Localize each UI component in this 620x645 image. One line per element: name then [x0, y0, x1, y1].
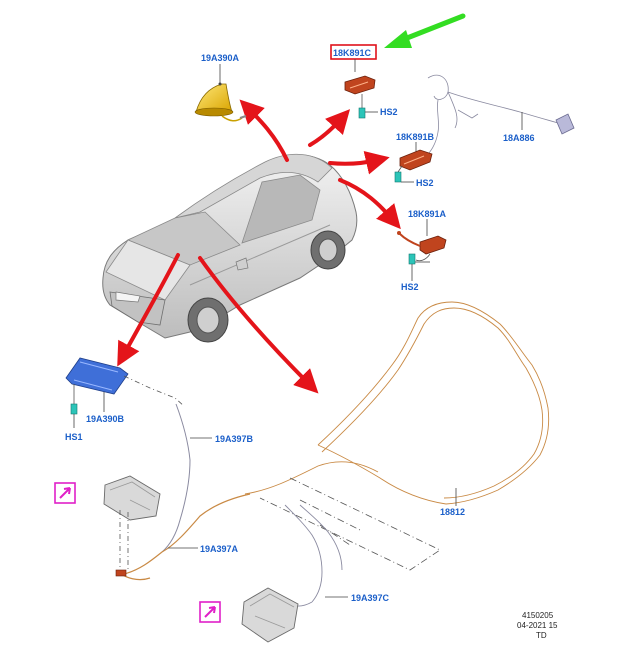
cable-19a397c [284, 504, 348, 607]
label-19a397a: 19A397A [200, 544, 239, 554]
floor-outline [259, 477, 441, 571]
label-18k891c: 18K891C [333, 48, 372, 58]
marker-box-2 [199, 601, 221, 623]
control-unit-lower [241, 587, 299, 643]
footer-line-1: 4150205 [522, 611, 554, 620]
label-19a390a: 19A390A [201, 53, 240, 63]
label-18k891b: 18K891B [396, 132, 435, 142]
label-hs2-bottom: HS2 [401, 282, 419, 292]
arrow-to-19a390b [117, 253, 180, 367]
label-19a390b: 19A390B [86, 414, 125, 424]
label-18a886: 18A886 [503, 133, 535, 143]
module-18k891b [394, 149, 433, 183]
arrow-to-antenna [239, 99, 289, 162]
label-18812: 18812 [440, 507, 465, 517]
label-hs1: HS1 [65, 432, 83, 442]
module-18k891c [344, 75, 378, 119]
label-19a397c: 19A397C [351, 593, 390, 603]
cable-19a397a [115, 493, 251, 581]
label-18k891a: 18K891A [408, 209, 447, 219]
footer-line-2: 04-2021 15 [517, 621, 558, 630]
module-18k891a [397, 231, 447, 281]
harness-18812 [244, 301, 550, 506]
control-unit-upper [103, 475, 161, 572]
drawing-reference: 4150205 04-2021 15 TD [517, 611, 558, 640]
green-pointer-arrow [384, 13, 466, 48]
harness-18a886 [424, 74, 575, 159]
cable-19a397b [161, 403, 212, 553]
hs2-connector-bottom [408, 253, 416, 265]
hs2-connector-mid [394, 171, 402, 183]
arrow-to-module-b [328, 151, 390, 175]
magenta-pointer-icon-1 [59, 487, 71, 499]
label-19a397b: 19A397B [215, 434, 254, 444]
label-hs2-top: HS2 [380, 107, 398, 117]
arrow-to-module-c [308, 109, 351, 147]
arrow-to-floor-harness [198, 256, 319, 394]
footer-line-3: TD [536, 631, 547, 640]
location-arrows [117, 99, 401, 394]
hs1-connector [70, 403, 78, 415]
marker-box-1 [54, 482, 76, 504]
highlight-box-18k891c [330, 44, 377, 60]
vehicle-illustration [102, 153, 358, 343]
label-hs2-mid: HS2 [416, 178, 434, 188]
shark-fin-antenna [194, 64, 247, 122]
magenta-pointer-icon-2 [204, 606, 216, 618]
hs2-connector-top [358, 107, 366, 119]
arrow-to-module-a [338, 178, 401, 230]
module-19a390b [65, 357, 185, 428]
